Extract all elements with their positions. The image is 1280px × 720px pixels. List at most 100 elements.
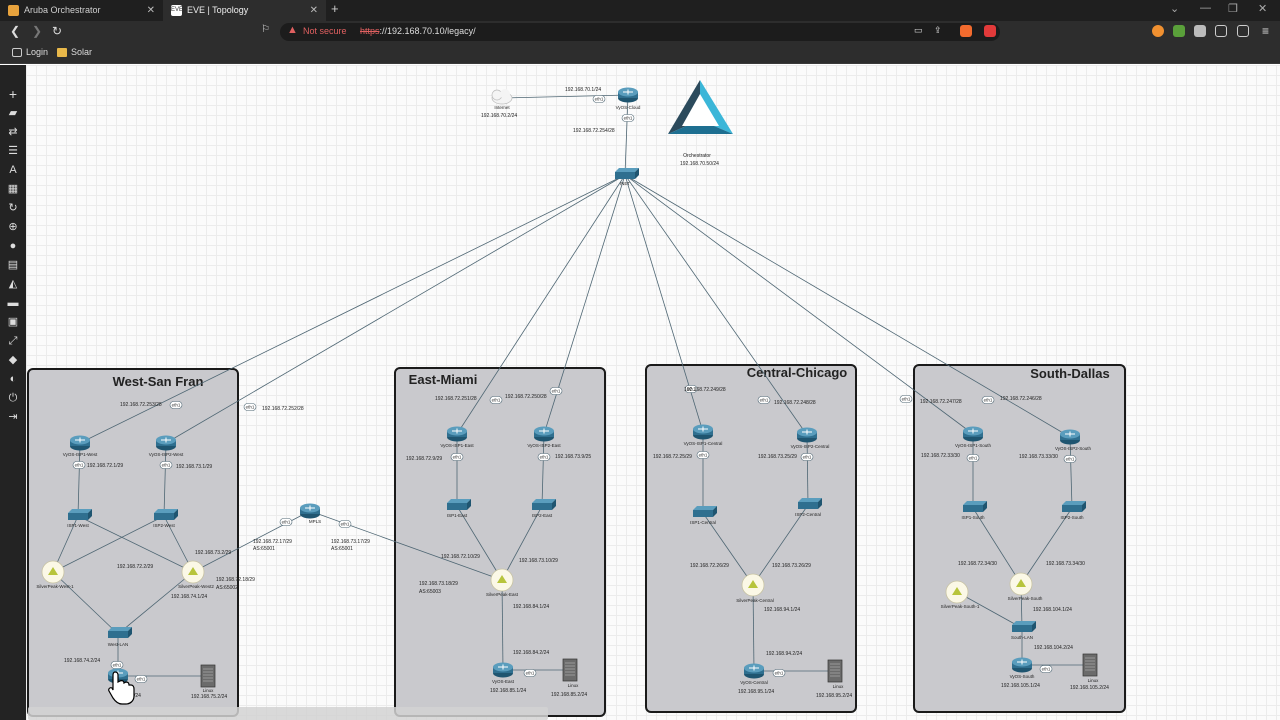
brave-shield-icon[interactable] (960, 25, 972, 37)
puzzle-icon[interactable] (1194, 25, 1206, 37)
bookmark-login[interactable]: Login (12, 47, 48, 57)
node-icon[interactable]: ▰ (8, 107, 18, 119)
logout-icon[interactable]: ⇥ (8, 411, 18, 423)
bookmark-solar[interactable]: Solar (57, 47, 92, 57)
interface-badge[interactable]: eth1 (549, 387, 563, 395)
reload-icon[interactable]: ↻ (52, 24, 63, 38)
router-vyos-isp2-east[interactable] (533, 426, 555, 442)
interface-badge[interactable]: eth1 (450, 453, 464, 461)
interface-badge[interactable]: eth1 (621, 114, 635, 122)
tab-aruba-orchestrator[interactable]: Aruba Orchestrator ✕ (0, 0, 163, 21)
text-icon[interactable]: A (9, 164, 17, 176)
close-icon[interactable]: ✕ (309, 5, 318, 16)
menu-icon[interactable]: ≡ (1262, 24, 1270, 38)
server-linux-west[interactable] (200, 664, 216, 688)
lab-icon[interactable]: ◭ (8, 278, 18, 290)
add-icon[interactable]: + (8, 86, 18, 102)
zoom-icon[interactable]: ⊕ (8, 221, 18, 233)
interface-badge[interactable]: eth1 (134, 675, 148, 683)
router-mpls[interactable] (299, 503, 321, 519)
router-vyos-cloud[interactable] (617, 87, 639, 103)
interface-badge[interactable]: eth1 (757, 396, 771, 404)
interface-badge[interactable]: eth1 (696, 451, 710, 459)
internet-cloud-icon[interactable] (491, 89, 513, 105)
zone-central[interactable]: Central-Chicago (645, 364, 857, 713)
interface-badge[interactable]: eth1 (800, 453, 814, 461)
router-vyos-isp1-central[interactable] (692, 424, 714, 440)
switch-isp2-west[interactable] (154, 509, 178, 520)
router-vyos-isp2-central[interactable] (796, 427, 818, 443)
power-icon[interactable]: ⏻ (8, 392, 18, 404)
sidebar-toggle-icon[interactable] (1215, 25, 1227, 37)
chevron-down-icon[interactable]: ⌄ (1170, 3, 1180, 15)
interface-badge[interactable]: eth1 (110, 661, 124, 669)
interface-badge[interactable]: eth1 (537, 453, 551, 461)
chat-icon[interactable]: ▬ (7, 297, 19, 309)
interface-badge[interactable]: eth1 (684, 385, 698, 393)
interface-badge[interactable]: eth1 (72, 461, 86, 469)
switch-isp1-central[interactable] (693, 506, 717, 517)
switch-inet[interactable] (615, 168, 639, 179)
interface-badge[interactable]: eth1 (159, 461, 173, 469)
tab-eve-topology[interactable]: EVE EVE | Topology ✕ (163, 0, 326, 21)
url-field[interactable]: ▲ Not secure https://192.168.70.10/legac… (280, 23, 1000, 41)
extension-icon[interactable] (1173, 25, 1185, 37)
router-vyos-isp1-east[interactable] (446, 426, 468, 442)
router-vyos-east[interactable] (492, 662, 514, 678)
switch-west-lan[interactable] (108, 627, 132, 638)
switch-isp2-central[interactable] (798, 498, 822, 509)
zone-east[interactable]: East-Miami (394, 367, 606, 717)
topology-canvas[interactable]: West-San Fran East-Miami Central-Chicago… (26, 65, 1280, 720)
interface-badge[interactable]: eth1 (592, 95, 606, 103)
new-tab-icon[interactable]: + (331, 1, 339, 16)
switch-south-lan[interactable] (1012, 621, 1036, 632)
bookmark-icon[interactable]: ⚐ (261, 24, 270, 35)
refresh-icon[interactable]: ↻ (8, 202, 18, 214)
fullscreen-icon[interactable]: ⤢ (8, 335, 18, 347)
interface-badge[interactable]: eth1 (243, 403, 257, 411)
tag-icon[interactable]: ◆ (8, 354, 18, 366)
switch-isp1-south[interactable] (963, 501, 987, 512)
interface-badge[interactable]: eth1 (523, 669, 537, 677)
interface-badge[interactable]: eth1 (489, 396, 503, 404)
silverpeak-south[interactable] (1009, 572, 1033, 596)
interface-badge[interactable]: eth1 (279, 518, 293, 526)
security-status[interactable]: Not secure (303, 26, 347, 36)
connect-icon[interactable]: ⇄ (8, 126, 18, 138)
dark-mode-icon[interactable]: ◐ (9, 373, 17, 385)
switch-isp1-west[interactable] (68, 509, 92, 520)
metamask-icon[interactable] (1152, 25, 1164, 37)
brave-rewards-icon[interactable] (984, 25, 996, 37)
silverpeak-west2[interactable] (181, 560, 205, 584)
interface-badge[interactable]: eth1 (1063, 455, 1077, 463)
router-vyos-isp2-west[interactable] (155, 435, 177, 451)
router-vyos-central[interactable] (743, 663, 765, 679)
list-icon[interactable]: ☰ (8, 145, 18, 157)
url-text[interactable]: https://192.168.70.10/legacy/ (360, 26, 476, 36)
switch-isp1-east[interactable] (447, 499, 471, 510)
server-linux-south[interactable] (1082, 653, 1098, 677)
copy-icon[interactable]: ▭ (914, 25, 923, 35)
zone-south[interactable]: South-Dallas (913, 364, 1126, 713)
close-icon[interactable]: ✕ (146, 5, 155, 16)
wallet-icon[interactable] (1237, 25, 1249, 37)
silverpeak-west-1[interactable] (41, 560, 65, 584)
silverpeak-south-1[interactable] (945, 580, 969, 604)
router-vyos-isp2-south[interactable] (1059, 429, 1081, 445)
router-vyos-south[interactable] (1011, 657, 1033, 673)
interface-badge[interactable]: eth1 (1039, 665, 1053, 673)
close-window-icon[interactable]: ✕ (1258, 3, 1268, 15)
document-icon[interactable]: ▤ (7, 259, 19, 271)
silverpeak-central[interactable] (741, 573, 765, 597)
interface-badge[interactable]: eth1 (966, 454, 980, 462)
server-linux-east[interactable] (562, 658, 578, 682)
router-vyos-isp1-south[interactable] (962, 426, 984, 442)
minimize-icon[interactable]: — (1200, 2, 1211, 14)
interface-badge[interactable]: eth1 (772, 669, 786, 677)
grid-icon[interactable]: ▦ (7, 183, 19, 195)
server-linux-central[interactable] (827, 659, 843, 683)
back-icon[interactable]: ❮ (10, 24, 21, 38)
orchestrator-logo-icon[interactable] (668, 80, 733, 134)
forward-icon[interactable]: ❯ (32, 24, 43, 38)
switch-isp2-south[interactable] (1062, 501, 1086, 512)
